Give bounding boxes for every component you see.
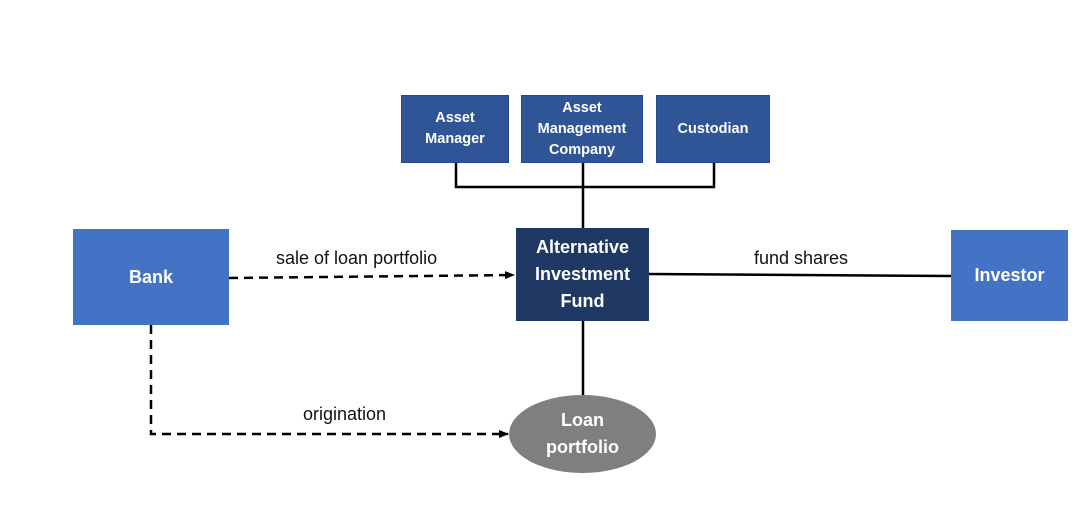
connector-fund-shares	[647, 272, 952, 278]
arrow-origination	[149, 325, 509, 438]
node-text-line: Custodian	[677, 120, 749, 137]
node-text-line: portfolio	[546, 437, 619, 457]
node-text-line: Investment	[534, 264, 631, 284]
node-text-line: Loan	[561, 410, 604, 430]
investor-box: Investor	[951, 230, 1068, 321]
node-text-line: Manager	[425, 131, 485, 147]
arrow-sale-of-loan-portfolio	[228, 271, 515, 280]
custodian-box: Custodian	[656, 95, 770, 163]
node-text-line: Asset	[562, 99, 602, 116]
node-text-line: Fund	[560, 291, 605, 311]
node-text-line: Asset	[435, 110, 475, 126]
loan-portfolio-ellipse: Loan portfolio	[509, 395, 656, 473]
fund-shares-label: fund shares	[754, 248, 849, 268]
sale-of-loan-portfolio-label: sale of loan portfolio	[276, 248, 438, 268]
node-text-line: Management	[537, 120, 627, 137]
node-text-line: Bank	[128, 266, 173, 287]
node-text-line: Company	[548, 141, 616, 158]
bank-box: Bank	[73, 229, 229, 325]
origination-label: origination	[303, 404, 387, 424]
node-text-line: Alternative	[535, 237, 630, 257]
connector-service-providers	[454, 163, 716, 189]
node-text-line: Investor	[974, 265, 1045, 285]
